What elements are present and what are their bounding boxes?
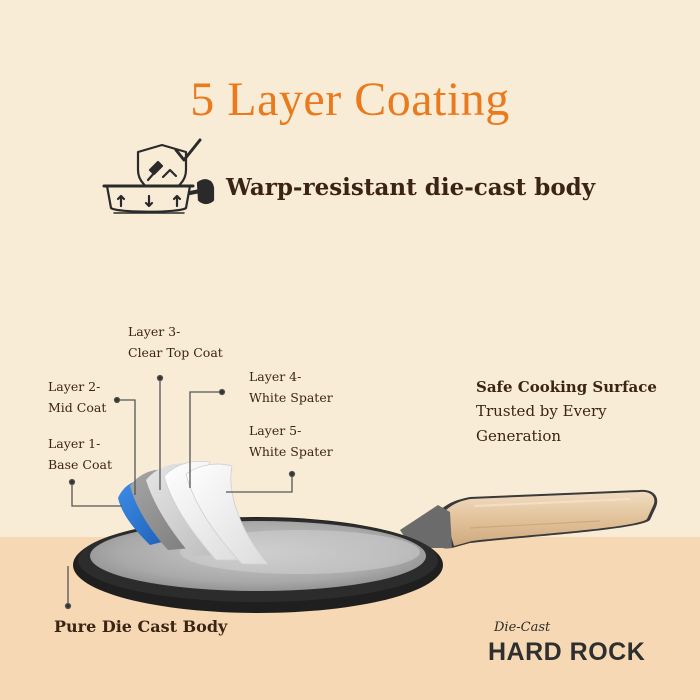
layer-2-label: Layer 2- Mid Coat [48, 376, 106, 418]
layer-subtitle: White Spater [249, 390, 333, 405]
warp-resistant-pan-icon [102, 138, 215, 214]
safety-callout: Safe Cooking Surface Trusted by Every Ge… [476, 375, 657, 449]
layer-1-label: Layer 1- Base Coat [48, 433, 112, 475]
leader-lines [64, 374, 296, 610]
tawa-pan-image [73, 460, 658, 613]
safety-subtitle: Trusted by Every Generation [476, 402, 607, 445]
brand-script: Die-Cast [494, 620, 551, 635]
layer-subtitle: Mid Coat [48, 400, 107, 415]
layer-title: Layer 1- [48, 436, 101, 451]
layer-title: Layer 3- [128, 324, 181, 339]
layer-subtitle: White Spater [249, 444, 333, 459]
layer-5-label: Layer 5- White Spater [249, 420, 333, 462]
layer-title: Layer 5- [249, 423, 302, 438]
layer-subtitle: Base Coat [48, 457, 112, 472]
layer-3-label: Layer 3- Clear Top Coat [128, 321, 223, 363]
safety-title: Safe Cooking Surface [476, 378, 657, 396]
body-label: Pure Die Cast Body [54, 617, 228, 636]
brand-name: HARD ROCK [488, 638, 646, 666]
layer-title: Layer 2- [48, 379, 101, 394]
headline: 5 Layer Coating [190, 73, 510, 126]
layer-subtitle: Clear Top Coat [128, 345, 223, 360]
layer-title: Layer 4- [249, 369, 302, 384]
feature-text: Warp-resistant die-cast body [226, 174, 596, 201]
layer-4-label: Layer 4- White Spater [249, 366, 333, 408]
